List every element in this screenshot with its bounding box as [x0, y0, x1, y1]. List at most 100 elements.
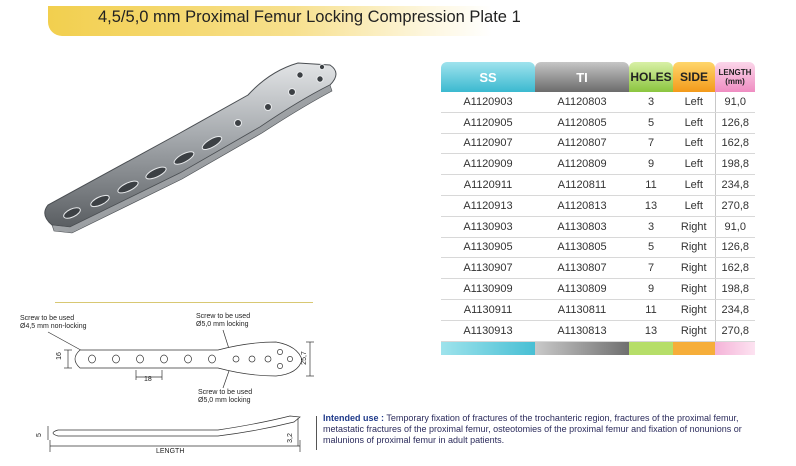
cell-side: Right [673, 320, 716, 342]
cell-holes: 13 [629, 320, 673, 342]
cell-side: Left [673, 92, 716, 113]
cell-length: 198,8 [715, 153, 755, 176]
cell-ti: A1120803 [535, 92, 629, 113]
table-footer-bar [441, 341, 755, 355]
intended-use: Intended use : Temporary fixation of fra… [323, 413, 763, 446]
cell-length: 270,8 [715, 195, 755, 217]
intended-use-label: Intended use : [323, 413, 385, 423]
cell-ss: A1120909 [441, 153, 535, 176]
header-ti: TI [535, 62, 629, 92]
cell-ss: A1120903 [441, 92, 535, 113]
cell-ti: A1130807 [535, 257, 629, 280]
cell-ss: A1130905 [441, 237, 535, 259]
screw-label-left-l1: Screw to be used [20, 315, 75, 322]
footer-ss [441, 341, 535, 355]
screw-label-right-l2: Ø5,0 mm locking [196, 321, 249, 328]
cell-side: Right [673, 278, 716, 300]
cell-length: 162,8 [715, 257, 755, 280]
cell-ti: A1120807 [535, 133, 629, 155]
cell-holes: 9 [629, 278, 673, 300]
footer-side [673, 341, 715, 355]
cell-holes: 11 [629, 174, 673, 196]
cell-length: 126,8 [715, 112, 755, 134]
cell-length: 198,8 [715, 278, 755, 300]
cell-ti: A1120813 [535, 195, 629, 217]
intended-use-rule [316, 416, 317, 450]
cell-ti: A1120809 [535, 153, 629, 176]
cell-length: 162,8 [715, 133, 755, 155]
header-holes: HOLES [629, 62, 673, 92]
dimension-25-7: 25,7 [300, 351, 308, 365]
cell-holes: 7 [629, 257, 673, 280]
cell-ti: A1130813 [535, 320, 629, 342]
cell-ti: A1120811 [535, 174, 629, 196]
header-length-label: LENGTH [718, 68, 752, 77]
cell-ss: A1120905 [441, 112, 535, 134]
cell-side: Left [673, 195, 716, 217]
cell-side: Left [673, 153, 716, 176]
drawing-separator [55, 302, 313, 303]
cell-length: 91,0 [715, 216, 755, 238]
cell-holes: 3 [629, 216, 673, 238]
cell-length: 126,8 [715, 237, 755, 259]
screw-label-left-l2: Ø4,5 mm non-locking [20, 323, 87, 330]
cell-ss: A1130911 [441, 299, 535, 321]
footer-length [715, 341, 755, 355]
cell-side: Right [673, 257, 716, 280]
dimension-18: 18 [144, 376, 152, 383]
cell-holes: 13 [629, 195, 673, 217]
cell-ss: A1120911 [441, 174, 535, 196]
header-ss: SS [441, 62, 535, 92]
technical-drawing: Screw to be used Ø4,5 mm non-locking Scr… [18, 306, 318, 466]
screw-label-right-l1: Screw to be used [196, 313, 251, 320]
header-side: SIDE [673, 62, 715, 92]
cell-ti: A1130805 [535, 237, 629, 259]
cell-holes: 5 [629, 237, 673, 259]
cell-holes: 5 [629, 112, 673, 134]
cell-length: 91,0 [715, 92, 755, 113]
cell-ss: A1130909 [441, 278, 535, 300]
header-length-unit: (mm) [725, 77, 745, 86]
cell-holes: 3 [629, 92, 673, 113]
intended-use-text: Temporary fixation of fractures of the t… [323, 413, 742, 445]
title-bar [48, 6, 492, 36]
dimension-16: 16 [55, 352, 63, 360]
cell-side: Right [673, 216, 716, 238]
screw-label-bottom-l2: Ø5,0 mm locking [198, 397, 251, 404]
footer-ti [535, 341, 629, 355]
page-title: 4,5/5,0 mm Proximal Femur Locking Compre… [98, 8, 521, 26]
cell-length: 270,8 [715, 320, 755, 342]
cell-ss: A1120907 [441, 133, 535, 155]
cell-side: Left [673, 112, 716, 134]
cell-holes: 11 [629, 299, 673, 321]
cell-length: 234,8 [715, 174, 755, 196]
cell-holes: 9 [629, 153, 673, 176]
footer-holes [629, 341, 673, 355]
cell-length: 234,8 [715, 299, 755, 321]
cell-side: Right [673, 299, 716, 321]
dimension-5: 5 [35, 433, 43, 437]
cell-ti: A1120805 [535, 112, 629, 134]
cell-ti: A1130809 [535, 278, 629, 300]
screw-label-bottom-l1: Screw to be used [198, 389, 253, 396]
cell-ss: A1130907 [441, 257, 535, 280]
cell-ss: A1120913 [441, 195, 535, 217]
cell-side: Left [673, 133, 716, 155]
dimension-length: LENGTH [156, 448, 185, 455]
cell-ss: A1130903 [441, 216, 535, 238]
cell-side: Left [673, 174, 716, 196]
dimension-3-2: 3,2 [286, 433, 294, 443]
plate-product-image [44, 62, 337, 234]
cell-ti: A1130803 [535, 216, 629, 238]
